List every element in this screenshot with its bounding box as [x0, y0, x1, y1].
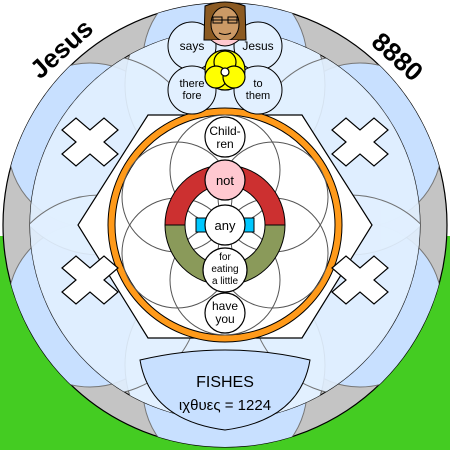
- face-icon: [203, 1, 247, 47]
- therefore-circle: [167, 65, 217, 115]
- fishes-panel: [139, 349, 311, 431]
- for-eating-label-2: eating: [211, 264, 238, 275]
- any-label: any: [215, 218, 236, 233]
- for-eating-circle: [202, 247, 248, 293]
- fishes-label: FISHES: [196, 374, 254, 391]
- jesus-label: Jesus: [242, 39, 273, 53]
- to-them-circle: [233, 65, 283, 115]
- have-you-label-1: have: [212, 299, 238, 313]
- zigzag-icon-right-bottom: [331, 255, 389, 305]
- to-them-label-2: them: [246, 90, 270, 102]
- therefore-label-1: there: [179, 78, 204, 90]
- zigzag-icon-left-bottom: [61, 255, 119, 305]
- to-them-label-1: to: [253, 78, 262, 90]
- trinity-knot-icon: [204, 49, 246, 91]
- not-label: not: [216, 173, 234, 188]
- says-label: says: [180, 39, 205, 53]
- for-eating-label-3: a little: [212, 276, 239, 287]
- greek-label: ιχθυες = 1224: [179, 397, 271, 414]
- therefore-label-2: fore: [183, 90, 202, 102]
- not-circle: [204, 159, 246, 201]
- have-you-circle: [204, 292, 246, 334]
- children-label-2: ren: [216, 137, 233, 151]
- children-circle: [204, 116, 246, 158]
- zigzag-icon-right-top: [331, 117, 389, 167]
- children-label-1: Child-: [209, 124, 240, 138]
- have-you-label-2: you: [215, 312, 234, 326]
- for-eating-label-1: for: [219, 252, 231, 263]
- zigzag-icon-left-top: [61, 117, 119, 167]
- any-circle: [204, 204, 246, 246]
